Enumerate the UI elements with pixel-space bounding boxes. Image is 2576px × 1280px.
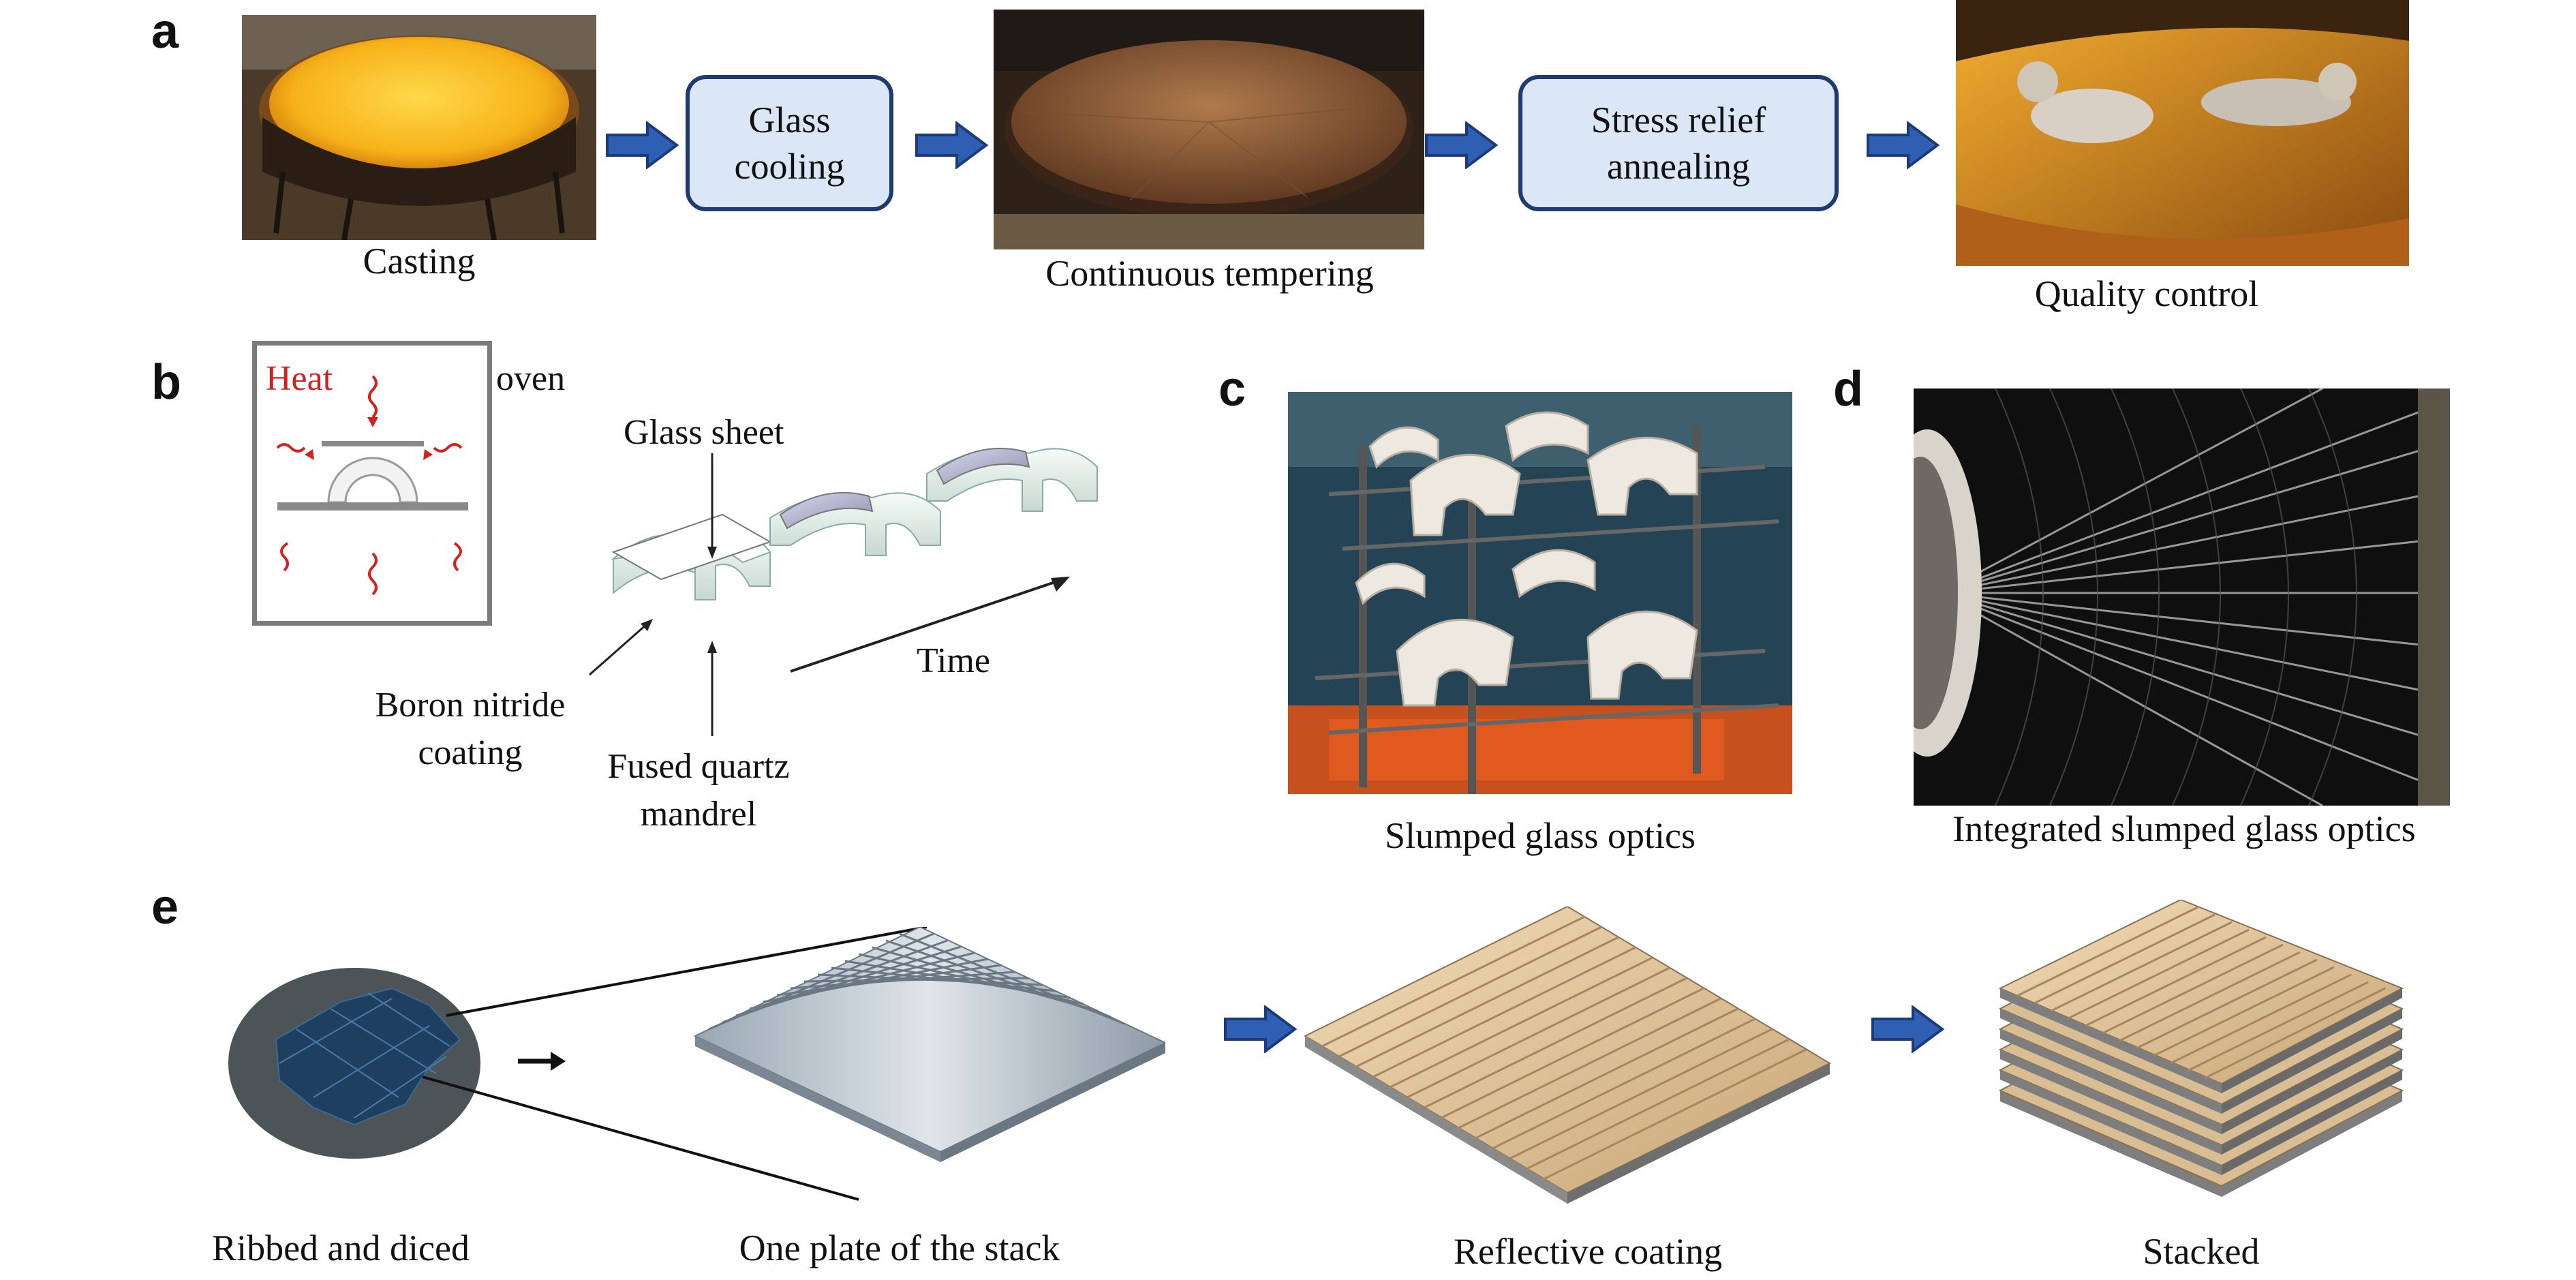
caption-reflective-coating: Reflective coating [1453, 1231, 1723, 1272]
time-label: Time [917, 641, 990, 680]
panel-label-d: d [1833, 362, 1863, 416]
heat-label: Heat [266, 359, 333, 398]
panel-label-b: b [151, 355, 181, 410]
integrated-optics-photo [1914, 388, 2450, 806]
oven-diagram [276, 375, 468, 596]
caption-quality-control: Quality control [2034, 273, 2259, 314]
oven-box [252, 341, 492, 626]
arrow-right-icon [606, 121, 679, 169]
oven-label: oven [496, 359, 566, 398]
fused-quartz-label: Fused quartz mandrel [607, 747, 790, 834]
leader-lines [589, 453, 717, 736]
panel-label-a: a [151, 4, 179, 59]
caption-casting: Casting [363, 241, 476, 281]
caption-stacked: Stacked [2143, 1231, 2260, 1272]
caption-integrated-slumped-glass-optics: Integrated slumped glass optics [1952, 808, 2416, 849]
slumping-sequence-diagram [611, 447, 1098, 673]
casting-photo [242, 15, 596, 240]
arrow-right-icon [1871, 1005, 1945, 1053]
caption-one-plate: One plate of the stack [739, 1228, 1060, 1268]
slumped-glass-photo [1288, 392, 1792, 794]
panel-label-e: e [151, 880, 179, 934]
wafer-to-plate-diagram [228, 927, 1165, 1201]
stacked-plates [1998, 900, 2404, 1197]
caption-continuous-tempering: Continuous tempering [1045, 253, 1374, 294]
boron-nitride-label: Boron nitride coating [375, 686, 566, 772]
caption-ribbed-and-diced: Ribbed and diced [212, 1228, 470, 1268]
arrow-right-icon [1867, 121, 1940, 169]
arrow-right-icon [1425, 121, 1499, 169]
arrow-right-icon [1224, 1005, 1298, 1053]
glass-cooling-box: Glass cooling [686, 75, 893, 211]
glass-sheet-label: Glass sheet [624, 413, 784, 452]
caption-slumped-glass-optics: Slumped glass optics [1385, 815, 1696, 856]
reflective-coating-plate [1303, 906, 1832, 1204]
arrow-right-icon [915, 121, 989, 169]
quality-control-photo [1956, 0, 2409, 266]
tempering-photo [994, 10, 1424, 249]
panel-label-c: c [1218, 362, 1246, 416]
stress-relief-box: Stress relief annealing [1518, 75, 1839, 211]
